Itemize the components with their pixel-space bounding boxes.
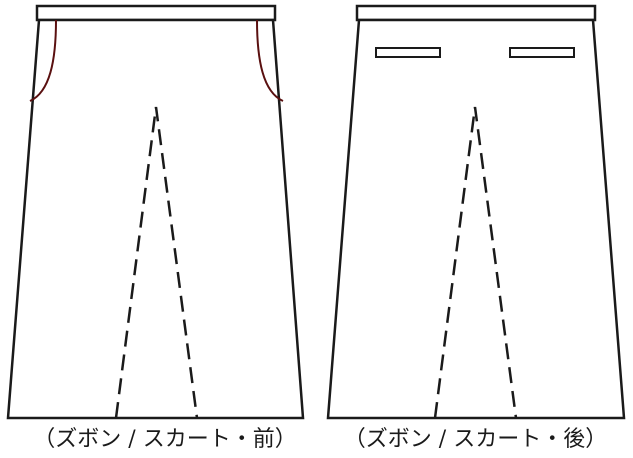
- back-welt-pocket-left: [375, 47, 441, 58]
- back-waistband: [355, 4, 597, 22]
- front-pocket-left: [29, 19, 57, 102]
- front-skirt-body: [6, 18, 305, 420]
- back-center-dart: [433, 106, 518, 419]
- back-skirt-body: [326, 18, 626, 420]
- back-welt-pocket-right: [509, 47, 575, 58]
- front-waistband: [35, 4, 277, 22]
- front-caption: （ズボン / スカート・前）: [33, 427, 297, 452]
- back-caption: （ズボン / スカート・後）: [343, 427, 608, 452]
- back-panel: [326, 4, 626, 420]
- front-panel: [6, 4, 305, 420]
- front-center-dart: [114, 106, 199, 419]
- front-pocket-right: [256, 19, 284, 102]
